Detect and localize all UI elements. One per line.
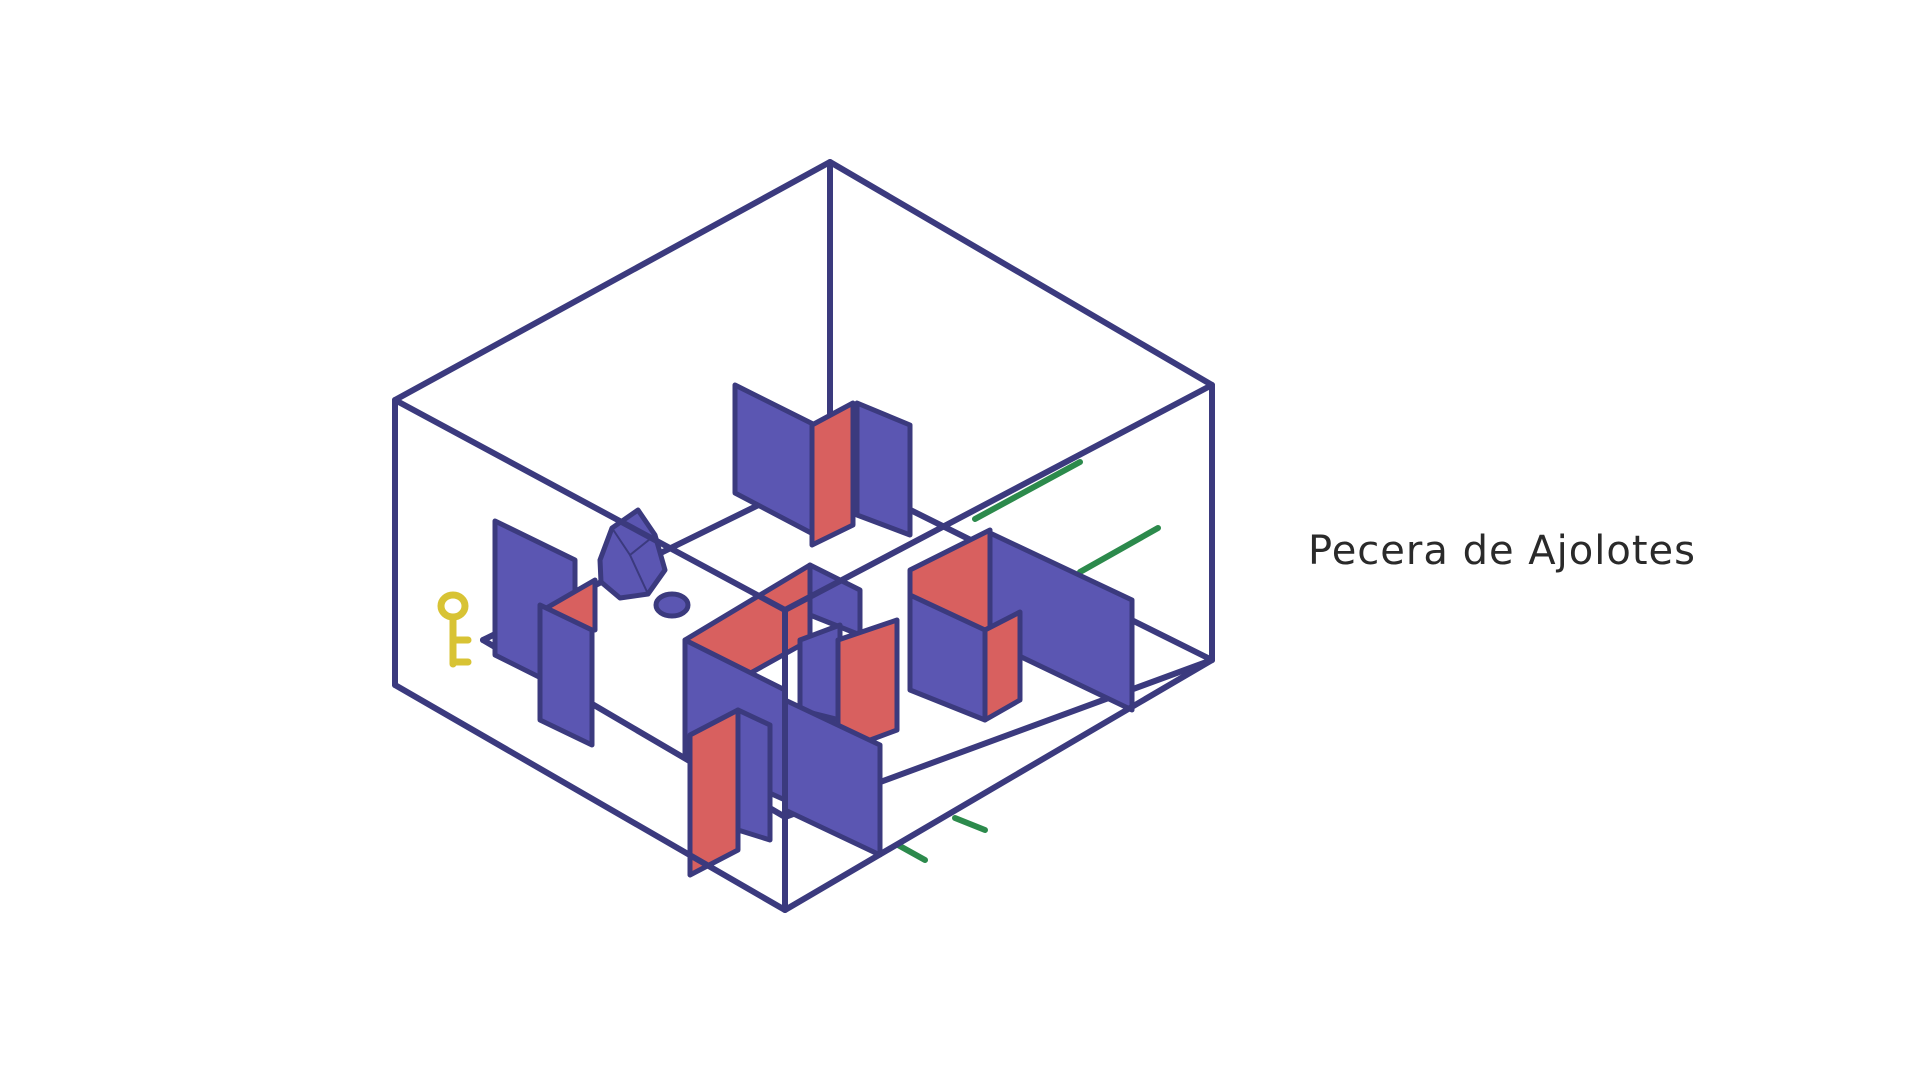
- back-center-wall-group: [732, 382, 913, 548]
- left-wall-group: [492, 518, 598, 748]
- front-center-wall-group: [682, 562, 900, 878]
- right-wall-group: [907, 527, 1135, 723]
- tank-front-edges: [392, 159, 1215, 913]
- diagram-caption: Pecera de Ajolotes: [1308, 528, 1696, 574]
- key-icon: [437, 591, 472, 668]
- rock-icon: [597, 507, 691, 619]
- green-markers: [895, 459, 1161, 863]
